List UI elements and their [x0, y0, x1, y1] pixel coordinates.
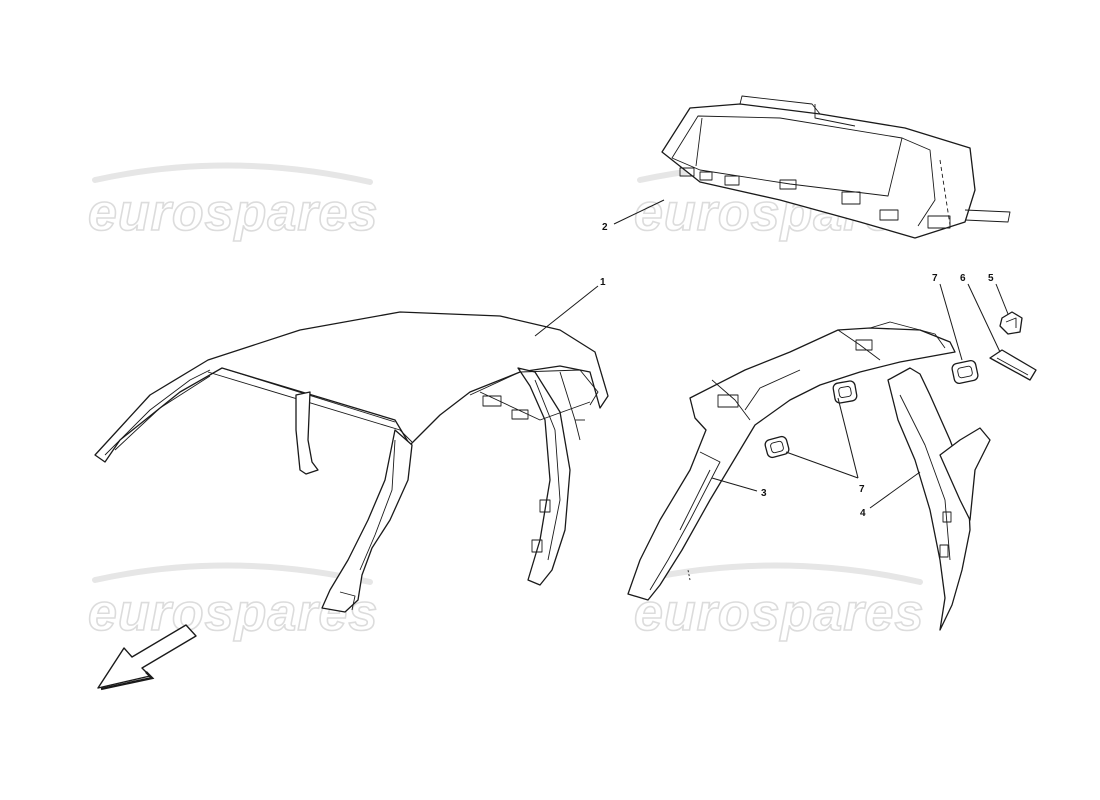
watermark-bottom-right: eurospares	[633, 562, 924, 643]
part-6-cover	[989, 349, 1037, 381]
callout-3: 3	[761, 488, 767, 499]
part-1-roof-assembly	[94, 311, 609, 613]
leader-lines	[534, 199, 1009, 509]
callout-6: 6	[960, 273, 966, 284]
part-7-grommet-c	[951, 360, 979, 384]
part-3-roof-rail	[627, 321, 956, 601]
part-5-clip	[999, 311, 1023, 335]
part-7-grommet-a	[764, 435, 790, 459]
part-7-grommet-b	[832, 380, 858, 404]
callout-7-top: 7	[932, 273, 938, 284]
watermark-top-left: eurospares	[87, 162, 378, 243]
front-direction-arrow-icon	[97, 624, 197, 691]
callout-4: 4	[860, 508, 866, 519]
callout-2: 2	[602, 222, 608, 233]
watermark-text: eurospares	[634, 584, 924, 642]
part-2-rear-frame	[661, 95, 1011, 239]
part-4-rear-pillar	[887, 367, 991, 631]
callout-7-bottom: 7	[859, 484, 865, 495]
callout-5: 5	[988, 273, 994, 284]
watermark-text: eurospares	[88, 184, 378, 242]
callout-1: 1	[600, 277, 606, 288]
